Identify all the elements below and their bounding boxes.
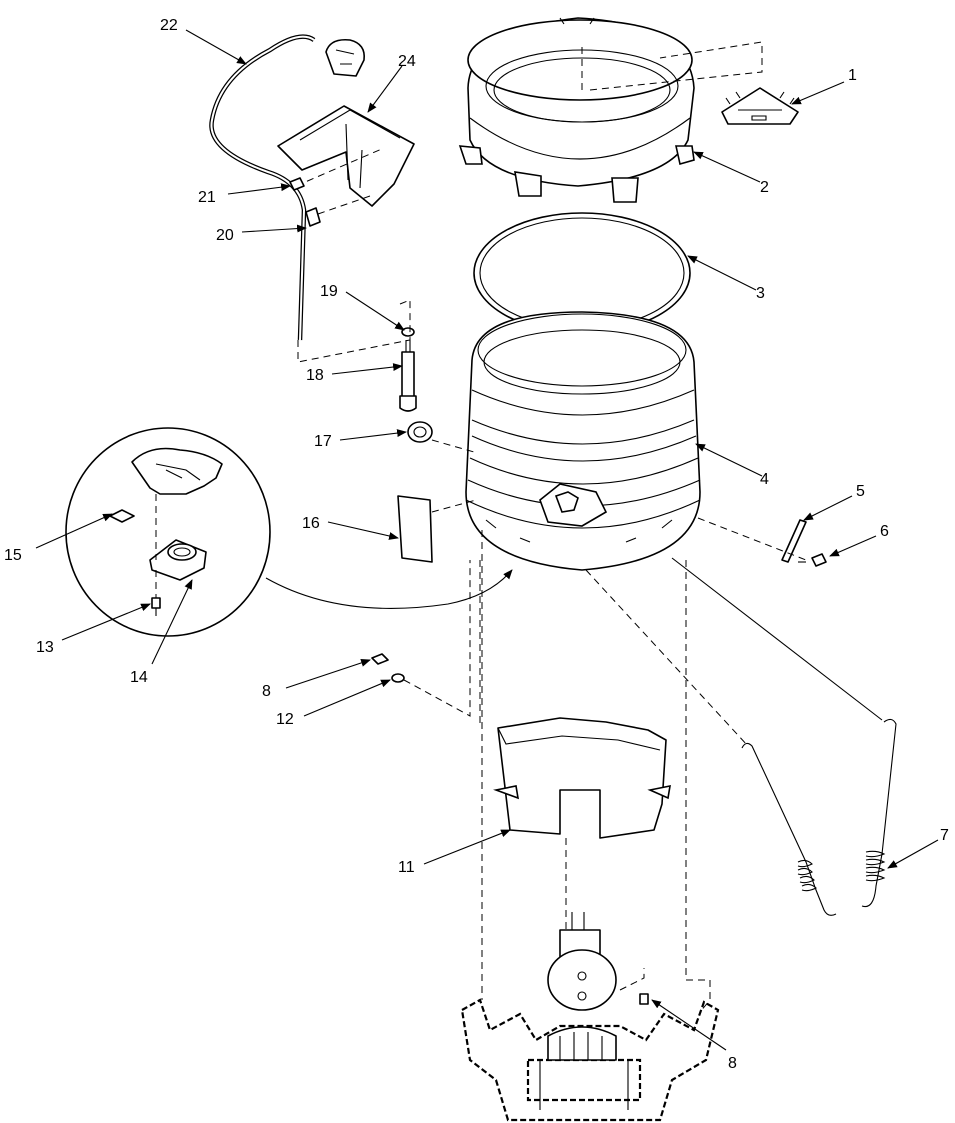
screw-8-part <box>371 653 389 665</box>
clamp-part <box>401 327 415 337</box>
callout-6: 6 <box>880 523 889 540</box>
callout-11: 11 <box>398 859 415 876</box>
switch-bracket-part <box>277 105 415 207</box>
air-dome-part <box>399 340 417 412</box>
callout-8-upper: 8 <box>262 683 271 700</box>
clip-20-part <box>305 207 321 227</box>
washer-12-part <box>391 673 405 683</box>
shield-part <box>493 717 671 839</box>
callout-8-lower: 8 <box>728 1055 737 1072</box>
clip-21-part <box>289 177 305 191</box>
callout-22: 22 <box>160 17 178 34</box>
strip-part <box>397 495 433 563</box>
callout-5: 5 <box>856 483 865 500</box>
callout-14: 14 <box>130 669 148 686</box>
callout-15: 15 <box>4 547 22 564</box>
switch-part <box>325 38 366 77</box>
bracket-part <box>721 87 799 125</box>
callout-2: 2 <box>760 179 769 196</box>
clip-part <box>781 519 807 563</box>
callout-16: 16 <box>302 515 320 532</box>
callout-7: 7 <box>940 827 949 844</box>
callout-4: 4 <box>760 471 769 488</box>
callout-17: 17 <box>314 433 332 450</box>
detail-inset <box>65 427 271 637</box>
callout-19: 19 <box>320 283 338 300</box>
tub-part <box>465 311 701 571</box>
base-assembly-part <box>460 912 720 1122</box>
callout-1: 1 <box>848 67 857 84</box>
callout-3: 3 <box>756 285 765 302</box>
callout-13: 13 <box>36 639 54 656</box>
leader-lines <box>35 29 939 1051</box>
screw-part <box>798 553 827 567</box>
spring-left-part <box>741 742 837 916</box>
spring-right-part <box>861 718 897 908</box>
callout-20: 20 <box>216 227 234 244</box>
bushing-part <box>407 421 433 443</box>
hose-part <box>209 34 316 341</box>
callout-18: 18 <box>306 367 324 384</box>
callout-12: 12 <box>276 711 294 728</box>
callout-24: 24 <box>398 53 416 70</box>
callout-21: 21 <box>198 189 216 206</box>
tub-ring-part <box>458 17 695 203</box>
